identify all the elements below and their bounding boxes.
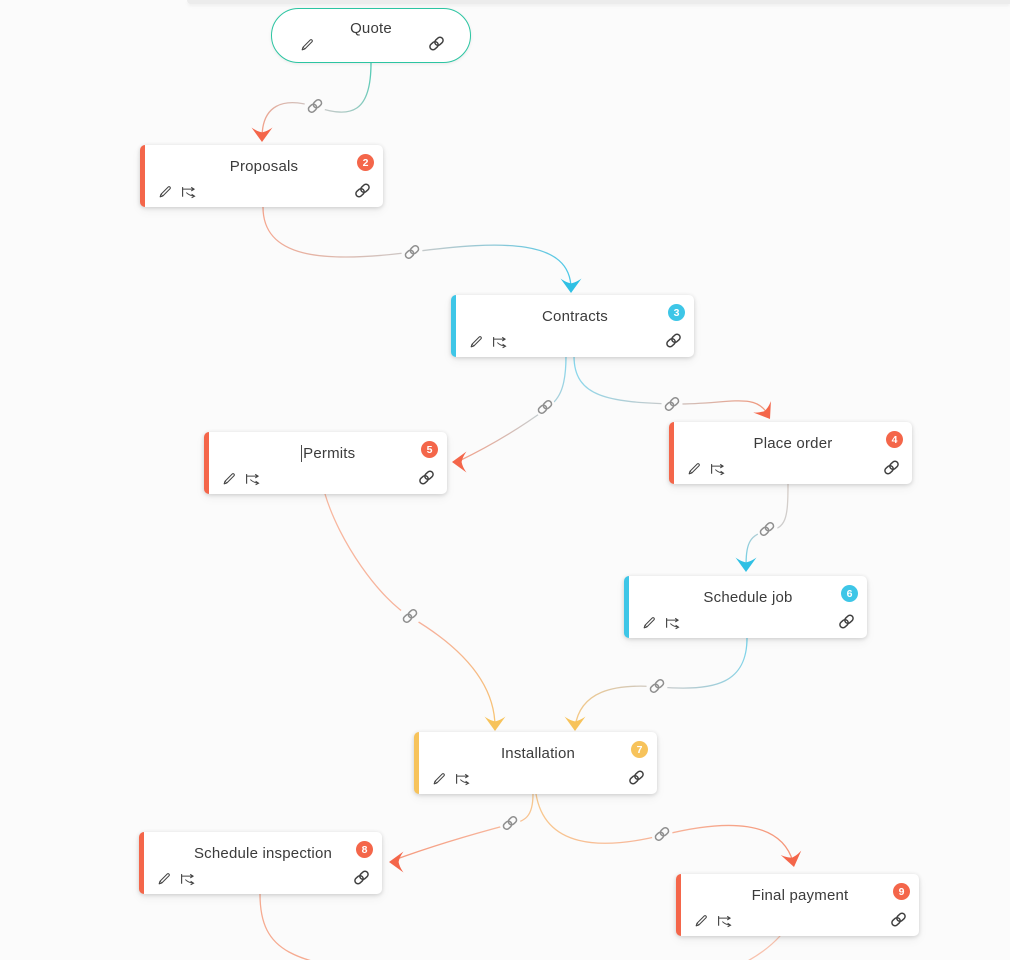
pencil-icon[interactable] bbox=[687, 461, 702, 476]
node-title[interactable]: Installation bbox=[500, 745, 576, 762]
node-proposals[interactable]: Proposals 2 bbox=[140, 145, 383, 207]
node-final-payment[interactable]: Final payment 9 bbox=[676, 874, 919, 936]
node-title-row: Proposals bbox=[145, 158, 383, 175]
pencil-icon[interactable] bbox=[158, 184, 173, 199]
node-title[interactable]: Schedule job bbox=[703, 589, 793, 606]
node-schedule-inspection[interactable]: Schedule inspection 8 bbox=[139, 832, 382, 894]
node-title-row: Contracts bbox=[456, 308, 694, 325]
pencil-icon[interactable] bbox=[469, 334, 484, 349]
skip-step-icon[interactable] bbox=[710, 462, 727, 476]
edge-link-icon[interactable] bbox=[657, 389, 687, 419]
pencil-icon[interactable] bbox=[642, 615, 657, 630]
link-icon[interactable] bbox=[418, 469, 435, 486]
link-icon[interactable] bbox=[665, 332, 682, 349]
pencil-icon[interactable] bbox=[300, 37, 315, 52]
skip-step-icon[interactable] bbox=[717, 914, 734, 928]
skip-step-icon[interactable] bbox=[245, 472, 262, 486]
pencil-icon[interactable] bbox=[432, 771, 447, 786]
pencil-icon[interactable] bbox=[694, 913, 709, 928]
node-quote[interactable]: Quote bbox=[271, 8, 471, 63]
node-actions-left bbox=[642, 615, 682, 630]
node-actions-left bbox=[157, 871, 197, 886]
edge-link-icon[interactable] bbox=[647, 819, 677, 849]
text-cursor bbox=[300, 445, 303, 462]
node-badge: 7 bbox=[631, 741, 648, 758]
node-title[interactable]: Permits bbox=[303, 445, 356, 462]
node-actions-left bbox=[158, 184, 198, 199]
node-badge: 9 bbox=[893, 883, 910, 900]
node-title-row: Installation bbox=[419, 745, 657, 762]
node-badge: 6 bbox=[841, 585, 858, 602]
node-badge: 5 bbox=[421, 441, 438, 458]
skip-step-icon[interactable] bbox=[180, 872, 197, 886]
node-badge: 8 bbox=[356, 841, 373, 858]
edge-link-icon[interactable] bbox=[530, 392, 560, 422]
node-actions-left bbox=[469, 334, 509, 349]
node-installation[interactable]: Installation 7 bbox=[414, 732, 657, 794]
node-actions-left bbox=[300, 37, 315, 52]
node-title[interactable]: Place order bbox=[753, 435, 833, 452]
skip-step-icon[interactable] bbox=[455, 772, 472, 786]
pencil-icon[interactable] bbox=[157, 871, 172, 886]
skip-step-icon[interactable] bbox=[181, 185, 198, 199]
node-schedule-job[interactable]: Schedule job 6 bbox=[624, 576, 867, 638]
node-actions-left bbox=[694, 913, 734, 928]
node-actions-left bbox=[222, 471, 262, 486]
top-panel-edge bbox=[187, 0, 1010, 4]
link-icon[interactable] bbox=[353, 869, 370, 886]
edge-link-icon[interactable] bbox=[642, 671, 672, 701]
node-title-row: Quote bbox=[272, 20, 470, 37]
node-badge: 3 bbox=[668, 304, 685, 321]
node-title[interactable]: Contracts bbox=[542, 308, 608, 325]
link-icon[interactable] bbox=[883, 459, 900, 476]
node-contracts[interactable]: Contracts 3 bbox=[451, 295, 694, 357]
node-place-order[interactable]: Place order 4 bbox=[669, 422, 912, 484]
node-title[interactable]: Final payment bbox=[751, 887, 849, 904]
edge-link-icon[interactable] bbox=[300, 91, 330, 121]
edge-link-icon[interactable] bbox=[395, 601, 425, 631]
node-badge: 2 bbox=[357, 154, 374, 171]
skip-step-icon[interactable] bbox=[665, 616, 682, 630]
node-title[interactable]: Proposals bbox=[229, 158, 299, 175]
node-badge: 4 bbox=[886, 431, 903, 448]
pencil-icon[interactable] bbox=[222, 471, 237, 486]
node-title-row: Schedule job bbox=[629, 589, 867, 606]
node-title-row: Permits bbox=[209, 445, 447, 462]
link-icon[interactable] bbox=[628, 769, 645, 786]
node-title-row: Schedule inspection bbox=[144, 845, 382, 862]
link-icon[interactable] bbox=[890, 911, 907, 928]
node-title[interactable]: Quote bbox=[350, 20, 392, 37]
node-permits[interactable]: Permits 5 bbox=[204, 432, 447, 494]
edge-link-icon[interactable] bbox=[397, 237, 427, 267]
edge-link-icon[interactable] bbox=[495, 808, 525, 838]
link-icon[interactable] bbox=[838, 613, 855, 630]
node-title[interactable]: Schedule inspection bbox=[193, 845, 333, 862]
link-icon[interactable] bbox=[354, 182, 371, 199]
node-title-row: Place order bbox=[674, 435, 912, 452]
skip-step-icon[interactable] bbox=[492, 335, 509, 349]
node-actions-left bbox=[432, 771, 472, 786]
link-icon[interactable] bbox=[428, 35, 445, 52]
node-actions-left bbox=[687, 461, 727, 476]
edge-link-icon[interactable] bbox=[752, 514, 782, 544]
node-title-row: Final payment bbox=[681, 887, 919, 904]
